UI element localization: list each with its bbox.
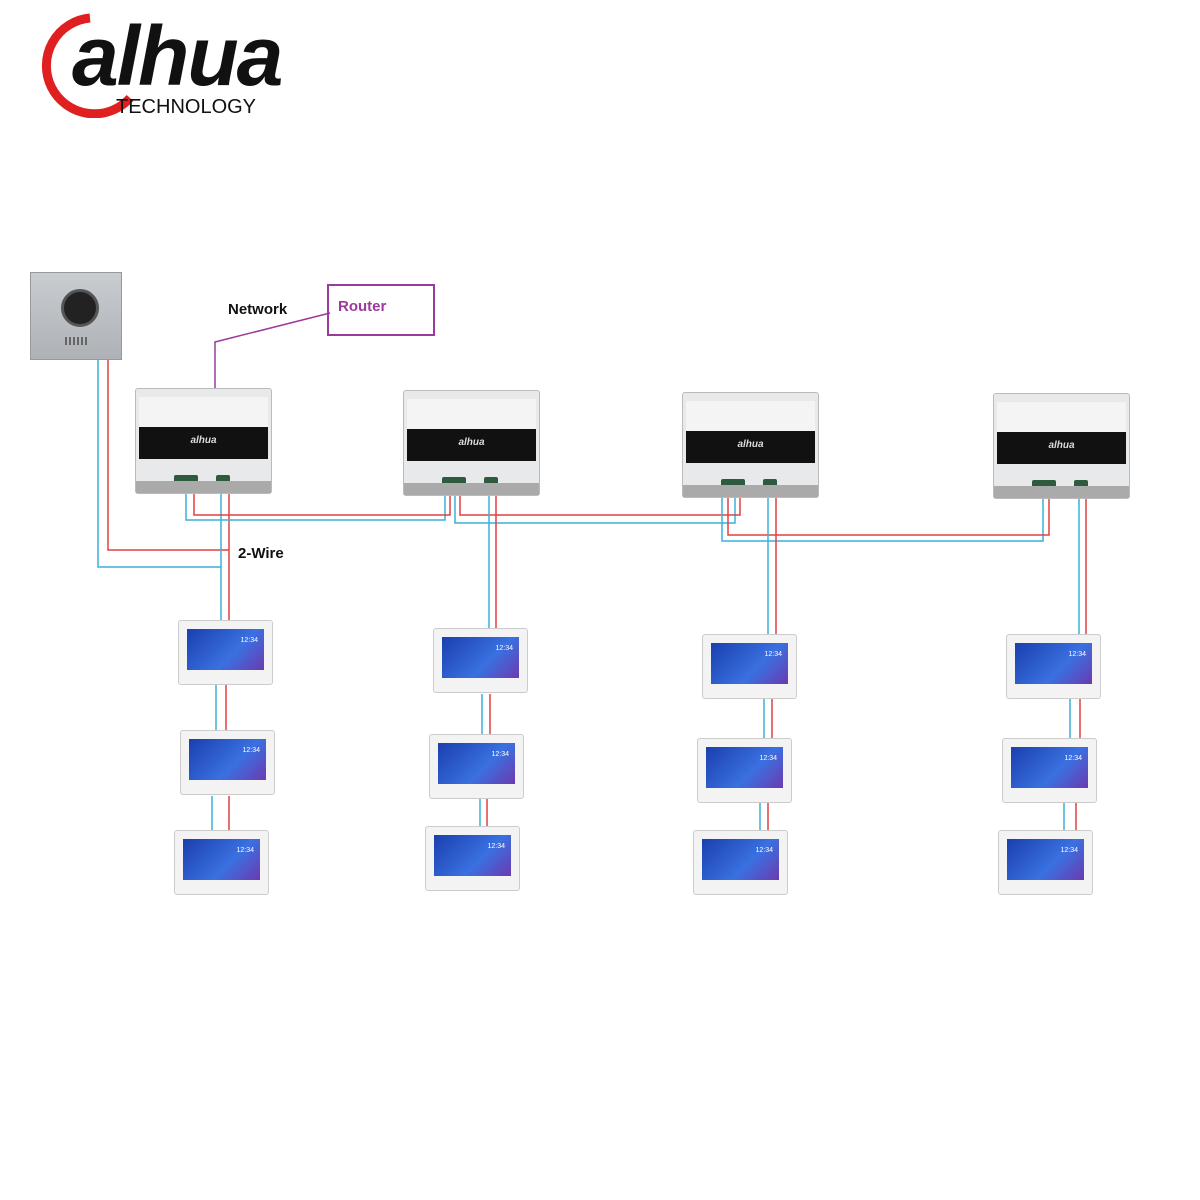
monitor-screen: 12:34 bbox=[1011, 747, 1088, 788]
switch-brand: alhua bbox=[407, 429, 536, 461]
monitor-screen: 12:34 bbox=[442, 637, 519, 678]
connector bbox=[763, 479, 777, 487]
speaker-grille bbox=[65, 337, 89, 345]
monitor-time: 12:34 bbox=[236, 847, 254, 854]
monitor-time: 12:34 bbox=[759, 755, 777, 762]
monitor-time: 12:34 bbox=[1068, 651, 1086, 658]
monitor-screen: 12:34 bbox=[1007, 839, 1084, 880]
indoor-monitor: 12:34 bbox=[1006, 634, 1101, 699]
logo-subtitle: TECHNOLOGY bbox=[116, 96, 257, 118]
monitor-time: 12:34 bbox=[240, 637, 258, 644]
monitor-time: 12:34 bbox=[495, 645, 513, 652]
indoor-monitor: 12:34 bbox=[174, 830, 269, 895]
monitor-time: 12:34 bbox=[764, 651, 782, 658]
monitor-time: 12:34 bbox=[242, 747, 260, 754]
two-wire-label: 2-Wire bbox=[238, 545, 284, 562]
door-station bbox=[30, 272, 122, 360]
monitor-screen: 12:34 bbox=[187, 629, 264, 670]
switch-base bbox=[994, 486, 1129, 498]
indoor-monitor: 12:34 bbox=[180, 730, 275, 795]
door-wire-blue bbox=[97, 358, 221, 568]
connector bbox=[721, 479, 745, 487]
door-wire-red bbox=[107, 358, 229, 551]
switch-base bbox=[683, 485, 818, 497]
switch-brand: alhua bbox=[997, 432, 1126, 464]
connector bbox=[1032, 480, 1056, 488]
switch-brand: alhua bbox=[686, 431, 815, 463]
switch-1: alhua bbox=[135, 388, 272, 494]
connector bbox=[484, 477, 498, 485]
indoor-monitor: 12:34 bbox=[178, 620, 273, 685]
indoor-monitor: 12:34 bbox=[702, 634, 797, 699]
monitor-screen: 12:34 bbox=[711, 643, 788, 684]
connector bbox=[216, 475, 230, 483]
indoor-monitor: 12:34 bbox=[1002, 738, 1097, 803]
router-box: Router bbox=[327, 284, 435, 336]
monitor-time: 12:34 bbox=[1060, 847, 1078, 854]
camera-icon bbox=[61, 289, 99, 327]
logo-swoosh-icon bbox=[41, 13, 134, 118]
connector bbox=[1074, 480, 1088, 488]
switch-indicators bbox=[407, 399, 536, 429]
switch-brand: alhua bbox=[139, 427, 268, 459]
indoor-monitor: 12:34 bbox=[429, 734, 524, 799]
monitor-screen: 12:34 bbox=[183, 839, 260, 880]
switch-indicators bbox=[997, 402, 1126, 432]
indoor-monitor: 12:34 bbox=[425, 826, 520, 891]
network-cable bbox=[214, 312, 331, 400]
dahua-logo: alhua TECHNOLOGY bbox=[20, 8, 380, 118]
indoor-monitor: 12:34 bbox=[693, 830, 788, 895]
network-label: Network bbox=[228, 301, 288, 318]
monitor-time: 12:34 bbox=[755, 847, 773, 854]
switch-4: alhua bbox=[993, 393, 1130, 499]
monitor-time: 12:34 bbox=[487, 843, 505, 850]
monitor-time: 12:34 bbox=[491, 751, 509, 758]
monitor-screen: 12:34 bbox=[189, 739, 266, 780]
monitor-screen: 12:34 bbox=[706, 747, 783, 788]
switch-base bbox=[136, 481, 271, 493]
indoor-monitor: 12:34 bbox=[998, 830, 1093, 895]
indoor-monitor: 12:34 bbox=[697, 738, 792, 803]
switch-indicators bbox=[139, 397, 268, 427]
switch-3: alhua bbox=[682, 392, 819, 498]
connector bbox=[174, 475, 198, 483]
monitor-time: 12:34 bbox=[1064, 755, 1082, 762]
switch-indicators bbox=[686, 401, 815, 431]
connector bbox=[442, 477, 466, 485]
logo-brand: alhua bbox=[72, 9, 283, 103]
monitor-screen: 12:34 bbox=[434, 835, 511, 876]
monitor-screen: 12:34 bbox=[438, 743, 515, 784]
indoor-monitor: 12:34 bbox=[433, 628, 528, 693]
monitor-screen: 12:34 bbox=[1015, 643, 1092, 684]
switch-2: alhua bbox=[403, 390, 540, 496]
monitor-screen: 12:34 bbox=[702, 839, 779, 880]
switch-base bbox=[404, 483, 539, 495]
